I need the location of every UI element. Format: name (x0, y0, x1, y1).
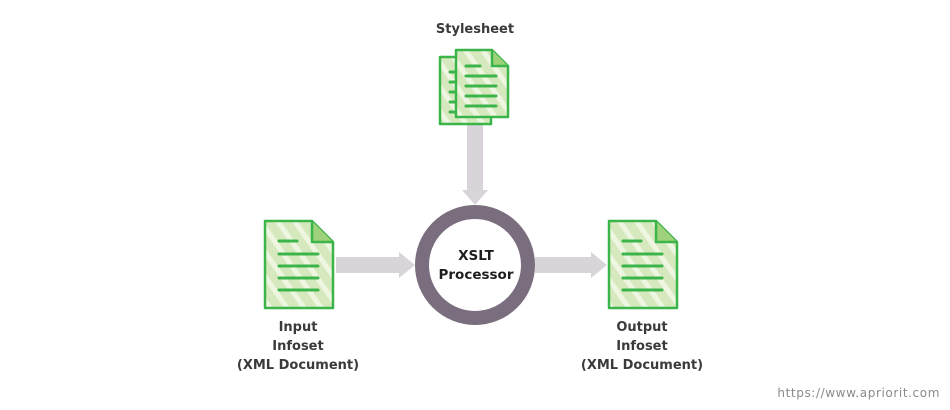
stacked-documents-icon (438, 48, 510, 126)
output-label: Output Infoset (XML Document) (557, 318, 727, 375)
processor-label-line-2: Processor (438, 267, 514, 283)
stylesheet-label-text: Stylesheet (435, 22, 515, 37)
stylesheet-label: Stylesheet (400, 20, 550, 39)
input-document-icon (263, 219, 335, 310)
processor-label: XSLT Processor (424, 247, 528, 285)
arrow-input-to-processor (336, 252, 415, 278)
output-label-line-1: Output (616, 320, 668, 335)
input-label-line-1: Input (278, 320, 318, 335)
output-document-icon (607, 219, 679, 310)
processor-ring (415, 205, 535, 325)
source-url: https://www.apriorit.com (777, 386, 940, 400)
arrow-processor-to-output (535, 252, 607, 278)
input-label: Input Infoset (XML Document) (213, 318, 383, 375)
input-label-line-2: Infoset (272, 339, 324, 354)
processor-label-line-1: XSLT (458, 248, 494, 264)
output-label-line-3: (XML Document) (580, 358, 704, 373)
input-label-line-3: (XML Document) (236, 358, 360, 373)
arrow-stylesheet-to-processor (462, 122, 488, 205)
output-label-line-2: Infoset (616, 339, 668, 354)
